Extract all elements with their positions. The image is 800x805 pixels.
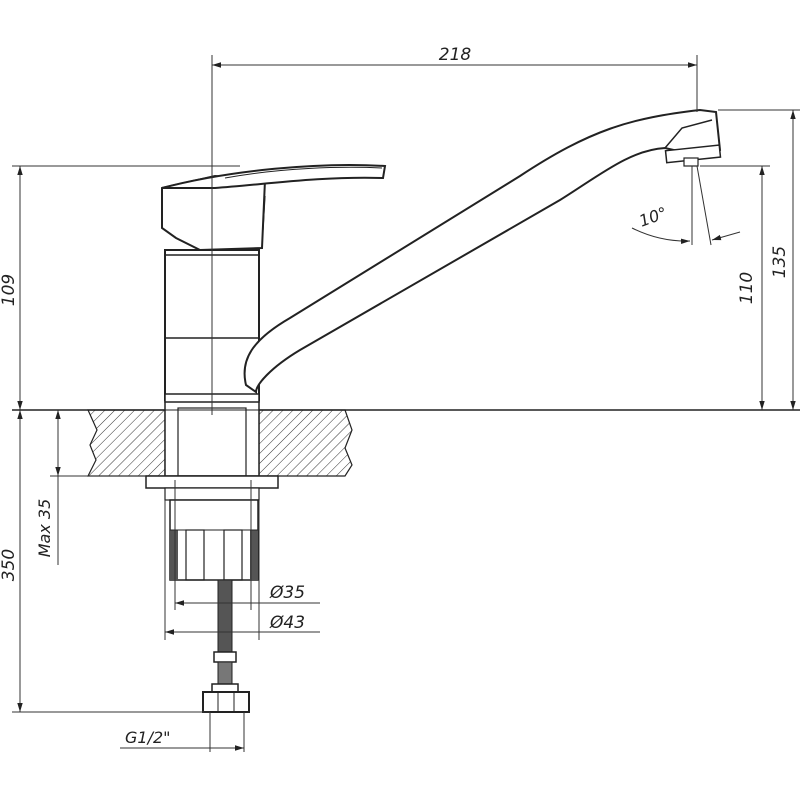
dimension-spout-angle: 10° bbox=[631, 165, 741, 246]
label-hole-min: Ø35 bbox=[269, 583, 305, 603]
lever-handle bbox=[161, 164, 387, 252]
fixing-nut bbox=[169, 499, 259, 581]
countertop-section bbox=[87, 409, 353, 477]
label-total-height: 135 bbox=[770, 246, 790, 278]
dimension-total-height: 135 bbox=[718, 109, 800, 410]
dimension-body-height: 109 bbox=[0, 165, 240, 410]
dimension-hose-length: 350 bbox=[0, 410, 210, 713]
dimension-spout-reach: 218 bbox=[212, 45, 698, 112]
dimension-max-countertop: Max 35 bbox=[35, 410, 146, 565]
braided-hose bbox=[202, 579, 250, 713]
label-hole-max: Ø43 bbox=[269, 613, 305, 633]
label-spout-reach: 218 bbox=[439, 45, 472, 65]
label-spout-angle: 10° bbox=[637, 203, 670, 231]
label-hose-length: 350 bbox=[0, 549, 19, 581]
dimension-thread: G1/2" bbox=[120, 712, 245, 752]
spout bbox=[243, 108, 722, 394]
label-body-height: 109 bbox=[0, 274, 19, 306]
dimension-spout-height: 110 bbox=[700, 165, 770, 410]
label-max-countertop: Max 35 bbox=[35, 499, 54, 558]
dimension-hole-max: Ø43 bbox=[164, 500, 320, 640]
label-thread: G1/2" bbox=[125, 728, 171, 747]
label-spout-height: 110 bbox=[737, 272, 757, 304]
dimension-hole-min: Ø35 bbox=[174, 480, 320, 610]
